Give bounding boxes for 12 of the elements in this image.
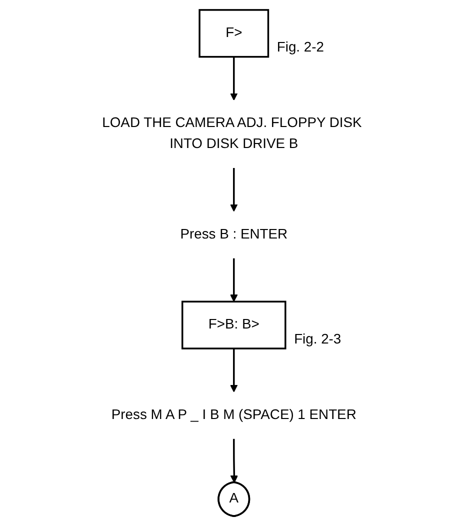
node-text: Press M A P _ I B M (SPACE) 1 ENTER — [112, 407, 356, 422]
arrow — [230, 348, 238, 392]
arrow — [230, 438, 238, 482]
node-box — [182, 300, 286, 349]
figure-caption: Fig. 2-3 — [294, 330, 342, 346]
node-box — [198, 8, 270, 58]
node-text: LOAD THE CAMERA ADJ. FLOPPY DISK INTO DISK DRIVE B — [102, 115, 362, 151]
node-text: Press B : ENTER — [180, 226, 288, 242]
arrow — [230, 167, 238, 212]
figure-caption: Fig. 2-2 — [277, 38, 324, 54]
arrow — [230, 258, 238, 302]
arrow — [230, 56, 238, 100]
